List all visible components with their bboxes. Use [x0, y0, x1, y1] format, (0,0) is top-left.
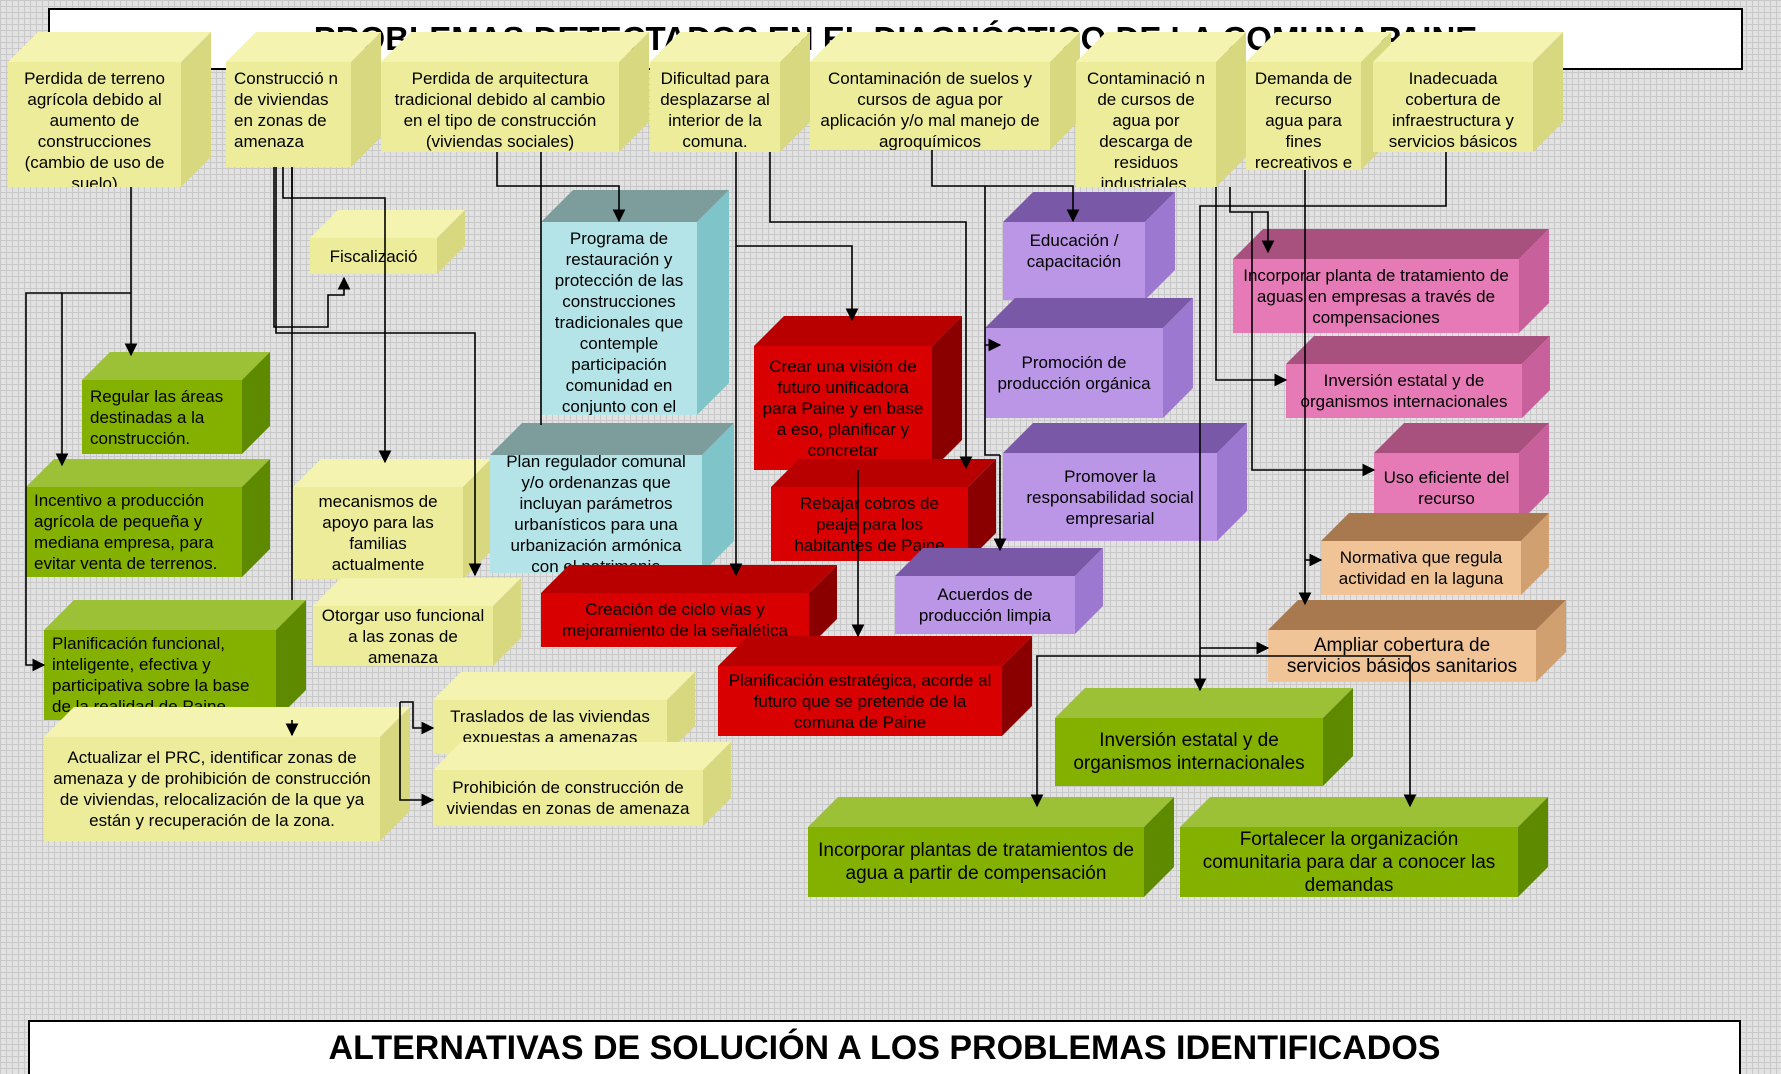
- problem-box-desplazamiento: Dificultad para desplazarse al interior …: [650, 32, 810, 152]
- connector-arrow: [1251, 212, 1376, 477]
- solution-promocion-organica: Promoción de producción orgánica: [985, 298, 1193, 418]
- solution-incentivo-agricola: Incentivo a producción agrícola de peque…: [26, 459, 270, 577]
- solution-crear-vision: Crear una visión de futuro unificadora p…: [754, 316, 962, 470]
- problem-label: Contaminació n de cursos de agua por des…: [1086, 69, 1206, 187]
- problem-box-agroquimicos: Contaminación de suelos y cursos de agua…: [810, 32, 1080, 150]
- problem-box-residuos-industriales: Contaminació n de cursos de agua por des…: [1076, 32, 1246, 187]
- solution-regular-areas: Regular las áreas destinadas a la constr…: [82, 352, 270, 454]
- solution-responsabilidad-social: Promover la responsabilidad social empre…: [1003, 423, 1247, 541]
- connector-arrow: [1215, 187, 1288, 387]
- problem-label: Perdida de arquitectura tradicional debi…: [394, 69, 606, 151]
- solution-planificacion-estrategica: Planificación estratégica, acorde al fut…: [718, 636, 1032, 736]
- connector-arrow: [25, 292, 62, 672]
- connector-arrow: [769, 152, 973, 470]
- connector-arrow: [736, 245, 859, 322]
- connector-arrow: [55, 292, 131, 467]
- solution-rebajar-peaje: Rebajar cobros de peaje para los habitan…: [771, 459, 996, 561]
- solution-actualizar-prc: Actualizar el PRC, identificar zonas de …: [44, 707, 410, 841]
- connector-arrow: [1030, 655, 1200, 808]
- solution-uso-eficiente: Uso eficiente del recurso: [1374, 423, 1549, 523]
- problem-box-demanda-agua: Demanda de recurso agua para fines recre…: [1246, 32, 1391, 170]
- solution-inversion-estatal-1: Inversión estatal y de organismos intern…: [1286, 336, 1550, 418]
- solution-ciclovias: Creación de ciclo vías y mejoramiento de…: [541, 565, 837, 647]
- solution-generar-mecanismos: Generar mecanismos de apoyo para las fam…: [293, 459, 491, 579]
- problem-label: Construcció n de viviendas en zonas de a…: [234, 69, 338, 151]
- connector-arrow: [496, 152, 626, 223]
- problem-label: Perdida de terreno agrícola debido al au…: [24, 69, 165, 187]
- solution-educacion: Educación / capacitación: [1003, 192, 1175, 300]
- solution-prohibicion-construccion: Prohibición de construcción de viviendas…: [433, 742, 731, 826]
- connector-arrow: [275, 167, 482, 577]
- connector-arrow: [1193, 152, 1447, 692]
- connector-arrow: [273, 167, 329, 328]
- solution-fortalecer-organizacion: Fortalecer la organización comunitaria p…: [1180, 797, 1548, 897]
- problem-box-arquitectura: Perdida de arquitectura tradicional debi…: [381, 32, 649, 152]
- problem-box-viviendas-amenaza: Construcció n de viviendas en zonas de a…: [226, 32, 381, 167]
- problem-label: Inadecuada cobertura de infraestructura …: [1388, 69, 1518, 151]
- connector-arrow: [984, 345, 1000, 456]
- connector-arrow: [1229, 187, 1275, 254]
- connector-arrow: [399, 702, 435, 807]
- problem-label: Contaminación de suelos y cursos de agua…: [820, 69, 1040, 150]
- problem-box-infraestructura: Inadecuada cobertura de infraestructura …: [1373, 32, 1563, 152]
- solution-programa-restauracion: Programa de restauración y protección de…: [541, 190, 729, 415]
- footer-banner: ALTERNATIVAS DE SOLUCIÓN A LOS PROBLEMAS…: [28, 1020, 1741, 1074]
- problem-box-terreno-agricola: Perdida de terreno agrícola debido al au…: [8, 32, 211, 187]
- connector-arrow: [984, 186, 1002, 352]
- solution-fiscalizacion: Fiscalizació: [310, 210, 465, 274]
- solution-incorporar-plantas: Incorporar plantas de tratamientos de ag…: [808, 797, 1174, 897]
- connector-arrow: [282, 167, 392, 464]
- connector-arrow: [931, 150, 1080, 223]
- solution-acuerdos-produccion: Acuerdos de producción limpia: [895, 548, 1103, 634]
- solution-otorgar-uso: Otorgar uso funcional a las zonas de ame…: [313, 578, 521, 666]
- problem-label: Dificultad para desplazarse al interior …: [660, 69, 770, 151]
- solution-inversion-estatal-2: Inversión estatal y de organismos intern…: [1055, 688, 1353, 786]
- solution-normativa-laguna: Normativa que regula actividad en la lag…: [1321, 513, 1549, 595]
- connector-arrow: [327, 276, 351, 300]
- solution-incorporar-planta: Incorporar planta de tratamiento de agua…: [1233, 229, 1549, 333]
- problem-label: Demanda de recurso agua para fines recre…: [1254, 69, 1353, 170]
- connector-arrow: [400, 701, 435, 735]
- connector-arrow: [1200, 655, 1417, 808]
